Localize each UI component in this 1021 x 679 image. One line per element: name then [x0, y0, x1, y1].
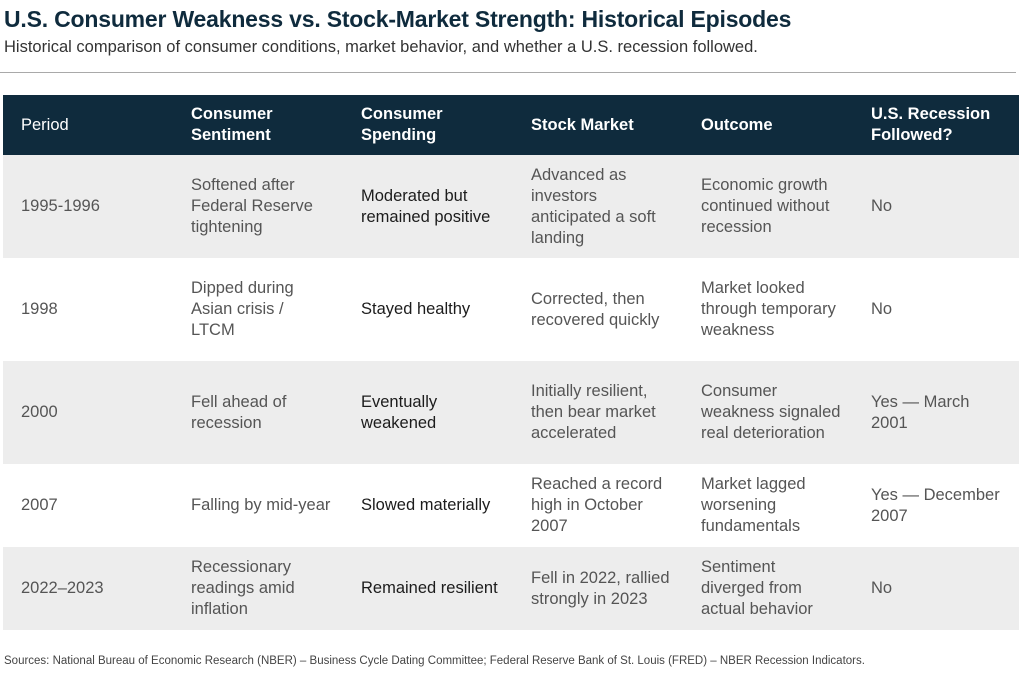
page-subtitle: Historical comparison of consumer condit…	[4, 38, 758, 56]
table-row: 1998 Dipped during Asian crisis / LTCM S…	[3, 258, 1019, 361]
cell-stock-market: Advanced as investors anticipated a soft…	[531, 165, 656, 247]
header-consumer-sentiment: Consumer Sentiment	[191, 105, 273, 144]
cell-period: 2022–2023	[21, 579, 104, 597]
cell-stock-market: Fell in 2022, rallied strongly in 2023	[531, 568, 670, 608]
cell-stock-market: Reached a record high in October 2007	[531, 475, 663, 535]
divider	[0, 72, 1016, 73]
cell-recession: No	[871, 579, 893, 597]
header-period: Period	[21, 115, 69, 134]
sources-note: Sources: National Bureau of Economic Res…	[4, 655, 865, 667]
cell-outcome: Consumer weakness signaled real deterior…	[701, 382, 841, 442]
cell-spending: Stayed healthy	[361, 300, 471, 318]
cell-sentiment: Dipped during Asian crisis / LTCM	[191, 279, 294, 339]
table-row: 2007 Falling by mid-year Slowed material…	[3, 464, 1019, 547]
cell-sentiment: Fell ahead of recession	[191, 392, 287, 432]
cell-outcome: Market lagged worsening fundamentals	[701, 475, 806, 535]
cell-spending: Remained resilient	[361, 579, 498, 597]
cell-outcome: Market looked through temporary weakness	[701, 279, 836, 339]
cell-sentiment: Softened after Federal Reserve tightenin…	[191, 176, 313, 236]
cell-recession: No	[871, 300, 893, 318]
cell-recession: Yes — March 2001	[871, 392, 970, 432]
cell-stock-market: Initially resilient, then bear market ac…	[531, 382, 656, 442]
cell-spending: Slowed materially	[361, 496, 491, 514]
cell-recession: No	[871, 197, 893, 215]
cell-stock-market: Corrected, then recovered quickly	[531, 289, 660, 329]
cell-outcome: Economic growth continued without recess…	[701, 176, 830, 236]
table-row: 2000 Fell ahead of recession Eventually …	[3, 361, 1019, 464]
cell-outcome: Sentiment diverged from actual behavior	[701, 558, 813, 618]
table-header-row: Period Consumer Sentiment Consumer Spend…	[3, 95, 1019, 155]
cell-spending: Moderated but remained positive	[361, 186, 491, 226]
header-stock-market: Stock Market	[531, 115, 634, 134]
cell-sentiment: Recessionary readings amid inflation	[191, 558, 295, 618]
cell-period: 1995-1996	[21, 197, 100, 215]
episodes-table: Period Consumer Sentiment Consumer Spend…	[3, 95, 1019, 630]
cell-period: 2000	[21, 403, 58, 421]
page-title: U.S. Consumer Weakness vs. Stock-Market …	[4, 6, 792, 32]
cell-period: 2007	[21, 496, 58, 514]
header-outcome: Outcome	[701, 115, 773, 134]
header-consumer-spending: Consumer Spending	[361, 105, 443, 144]
header-recession-followed: U.S. Recession Followed?	[871, 105, 991, 144]
cell-sentiment: Falling by mid-year	[191, 496, 331, 514]
cell-period: 1998	[21, 300, 58, 318]
cell-recession: Yes — December 2007	[871, 485, 1000, 525]
cell-spending: Eventually weakened	[361, 392, 438, 432]
table-row: 2022–2023 Recessionary readings amid inf…	[3, 547, 1019, 630]
table-row: 1995-1996 Softened after Federal Reserve…	[3, 155, 1019, 258]
